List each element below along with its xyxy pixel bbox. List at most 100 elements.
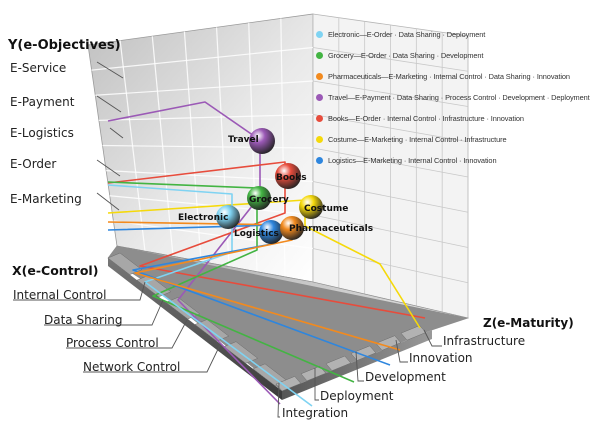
legend-item-books: Books—E-Order · Internal Control · Infra… [316, 108, 616, 129]
x-axis-title: X(e-Control) [12, 263, 98, 278]
wall-grid-line [113, 220, 314, 250]
legend-text: Costume—E-Marketing · Internal Control ·… [328, 135, 507, 144]
y-label-e-logistics: E-Logistics [10, 126, 74, 140]
x-label-network-control: Network Control [83, 360, 180, 374]
leader-line [83, 344, 221, 373]
base-block [275, 376, 302, 392]
y-label-e-order: E-Order [10, 157, 56, 171]
wall-grid-line [109, 195, 314, 216]
wall-grid-line [312, 47, 469, 72]
base-block [350, 345, 377, 361]
legend-item-logistics: Logistics—E-Marketing · Internal Control… [316, 150, 616, 171]
base-top [108, 246, 468, 391]
legend-item-travel: Travel—E-Payment · Data Sharing · Proces… [316, 87, 616, 108]
trace-travel [107, 101, 281, 405]
base-front-face [108, 258, 282, 400]
sphere-label-electronic: Electronic [178, 213, 228, 223]
leader-line [96, 159, 121, 177]
z-axis-title: Z(e-Maturity) [483, 316, 574, 330]
sphere-label-pharmaceuticals: Pharmaceuticals [289, 224, 373, 234]
trace-grocery [107, 181, 355, 383]
sphere-travel-ball [249, 128, 275, 154]
base-block [300, 365, 327, 382]
leader-line [355, 351, 364, 382]
y-axis-title: Y(e-Objectives) [7, 38, 121, 53]
leader-line [314, 368, 319, 401]
wall-grid-line [312, 248, 469, 284]
legend-text: Travel—E-Payment · Data Sharing · Proces… [328, 93, 590, 102]
y-label-e-marketing: E-Marketing [10, 192, 82, 206]
leader-line [395, 339, 408, 363]
sphere-pharmaceuticals-ball [280, 216, 304, 240]
sphere-label-logistics: Logistics [234, 229, 279, 239]
wall-grid-line [91, 46, 314, 71]
z-label-innovation: Innovation [409, 351, 473, 365]
wall-grid-line [312, 114, 469, 143]
spheres [216, 128, 323, 244]
legend-dot-grocery [316, 52, 323, 59]
base-block [325, 355, 352, 371]
legend-item-pharmaceuticals: Pharmaceuticals—E-Marketing · Internal C… [316, 66, 616, 87]
wall-grid-line [312, 147, 469, 178]
sphere-pharmaceuticals [280, 216, 304, 240]
sphere-books-ball [275, 163, 301, 189]
x-label-internal-control: Internal Control [13, 288, 106, 302]
legend-text: Pharmaceuticals—E-Marketing · Internal C… [328, 72, 570, 81]
leader-line [44, 299, 164, 326]
sphere-label-books: Books [276, 173, 307, 183]
wall-grid-line [312, 214, 469, 248]
base-block [400, 325, 427, 341]
leader-line [96, 95, 122, 113]
legend-dot-logistics [316, 157, 323, 164]
z-label-infrastructure: Infrastructure [443, 334, 525, 348]
legend-text: Books—E-Order · Internal Control · Infra… [328, 114, 524, 123]
y-label-e-payment: E-Payment [10, 95, 75, 109]
sphere-books [275, 163, 301, 189]
sphere-label-travel: Travel [228, 135, 259, 145]
x-label-data-sharing: Data Sharing [44, 313, 123, 327]
legend-dot-travel [316, 94, 323, 101]
legend-item-electronic: Electronic—E-Order · Data Sharing · Depl… [316, 24, 616, 45]
sphere-logistics-ball [259, 220, 283, 244]
base-block [375, 335, 402, 351]
z-label-deployment: Deployment [320, 389, 394, 403]
label-leader-lines [13, 61, 442, 418]
leader-line [96, 61, 124, 79]
legend-item-grocery: Grocery—E-Order · Data Sharing · Develop… [316, 45, 616, 66]
legend-dot-pharmaceuticals [316, 73, 323, 80]
legend-text: Grocery—E-Order · Data Sharing · Develop… [328, 51, 484, 60]
sphere-travel [249, 128, 275, 154]
z-label-development: Development [365, 370, 446, 384]
sphere-costume-ball [299, 195, 323, 219]
wall-grid-line [95, 80, 314, 96]
wall-grid-line [102, 144, 314, 149]
z-label-integration: Integration [282, 406, 348, 420]
sphere-grocery-ball [247, 186, 271, 210]
sphere-electronic [216, 205, 240, 229]
leader-line [109, 127, 124, 139]
sphere-label-costume: Costume [304, 204, 348, 214]
sphere-logistics [259, 220, 283, 244]
x-label-process-control: Process Control [66, 336, 159, 350]
legend-dot-books [316, 115, 323, 122]
sphere-grocery [247, 186, 271, 210]
wall-grid-line [312, 80, 469, 107]
wall-grid-line [98, 113, 314, 121]
wall-grid-line [312, 181, 469, 213]
legend-item-costume: Costume—E-Marketing · Internal Control ·… [316, 129, 616, 150]
leader-line [13, 281, 146, 301]
legend-text: Logistics—E-Marketing · Internal Control… [328, 156, 497, 165]
sphere-label-grocery: Grocery [249, 195, 289, 205]
sphere-electronic-ball [216, 205, 240, 229]
legend-dot-costume [316, 136, 323, 143]
leader-line [66, 319, 188, 349]
trace-books [107, 161, 426, 319]
legend: Electronic—E-Order · Data Sharing · Depl… [316, 24, 616, 171]
trace-costume [107, 199, 421, 329]
leader-line [96, 192, 120, 211]
y-label-e-service: E-Service [10, 61, 66, 75]
sphere-costume [299, 195, 323, 219]
leader-line [423, 329, 442, 347]
